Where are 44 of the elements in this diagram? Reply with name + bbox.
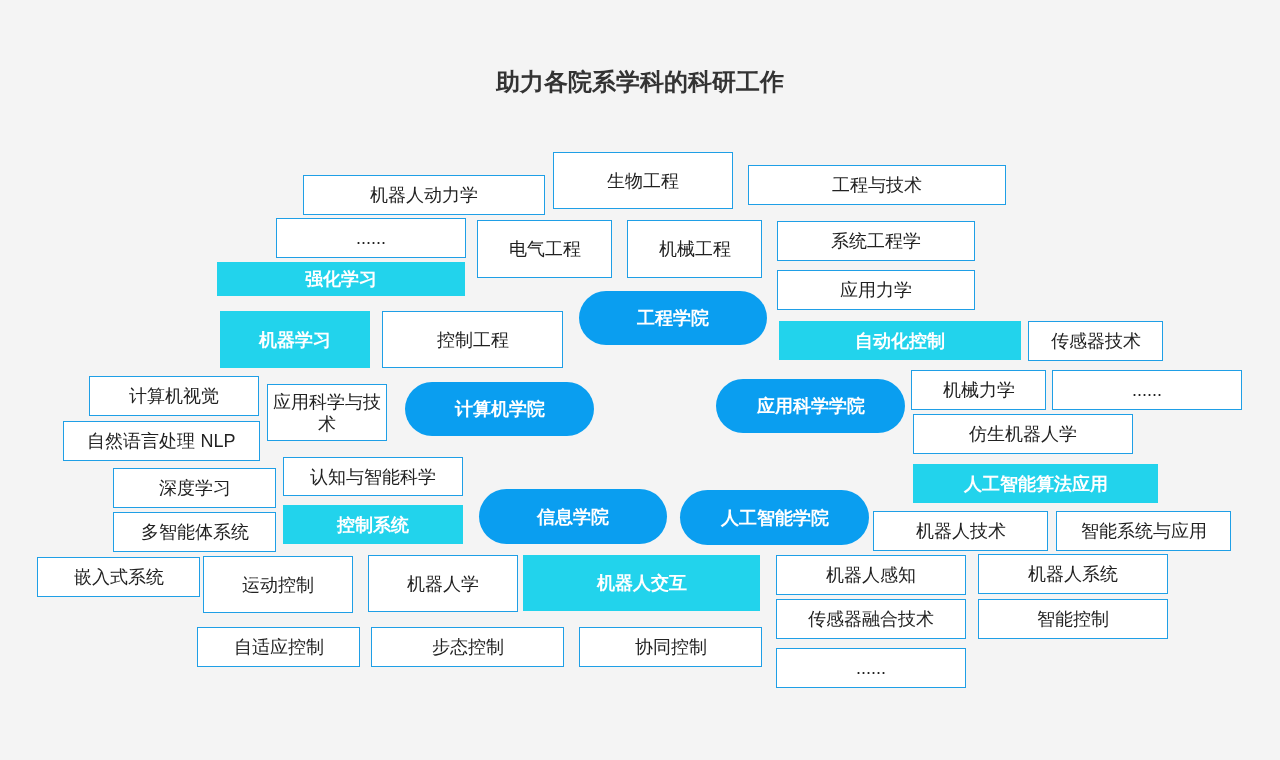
topic-box: 机器人感知	[776, 555, 966, 595]
highlight-box: 强化学习	[217, 262, 465, 296]
topic-box: 多智能体系统	[113, 512, 276, 552]
topic-box: 机械工程	[627, 220, 762, 278]
topic-box: 嵌入式系统	[37, 557, 200, 597]
topic-box: 仿生机器人学	[913, 414, 1133, 454]
highlight-box: 机器学习	[220, 311, 370, 368]
topic-box: ......	[776, 648, 966, 688]
topic-box: 步态控制	[371, 627, 564, 667]
topic-box: 协同控制	[579, 627, 762, 667]
topic-box: 应用力学	[777, 270, 975, 310]
topic-box: 传感器技术	[1028, 321, 1163, 361]
topic-box: 机器人系统	[978, 554, 1168, 594]
topic-box: ......	[276, 218, 466, 258]
topic-box: 机械力学	[911, 370, 1046, 410]
topic-box: 传感器融合技术	[776, 599, 966, 639]
college-pill: 计算机学院	[405, 382, 594, 436]
topic-box: 工程与技术	[748, 165, 1006, 205]
highlight-box: 自动化控制	[779, 321, 1021, 360]
topic-box: ......	[1052, 370, 1242, 410]
topic-box: 生物工程	[553, 152, 733, 209]
topic-box: 自适应控制	[197, 627, 360, 667]
topic-box: 电气工程	[477, 220, 612, 278]
topic-box: 控制工程	[382, 311, 563, 368]
topic-box: 应用科学与技术	[267, 384, 387, 441]
topic-box: 智能控制	[978, 599, 1168, 639]
topic-box: 机器人学	[368, 555, 518, 612]
topic-box: 运动控制	[203, 556, 353, 613]
title: 助力各院系学科的科研工作	[496, 67, 784, 97]
topic-box: 机器人动力学	[303, 175, 545, 215]
college-pill: 信息学院	[479, 489, 667, 544]
topic-box: 智能系统与应用	[1056, 511, 1231, 551]
topic-box: 计算机视觉	[89, 376, 259, 416]
college-pill: 人工智能学院	[680, 490, 869, 545]
highlight-box: 机器人交互	[523, 555, 760, 611]
highlight-box: 人工智能算法应用	[913, 464, 1158, 503]
topic-box: 机器人技术	[873, 511, 1048, 551]
college-pill: 工程学院	[579, 291, 767, 345]
topic-box: 认知与智能科学	[283, 457, 463, 496]
college-pill: 应用科学学院	[716, 379, 905, 433]
topic-box: 深度学习	[113, 468, 276, 508]
topic-box: 自然语言处理 NLP	[63, 421, 260, 461]
highlight-box: 控制系统	[283, 505, 463, 544]
topic-box: 系统工程学	[777, 221, 975, 261]
